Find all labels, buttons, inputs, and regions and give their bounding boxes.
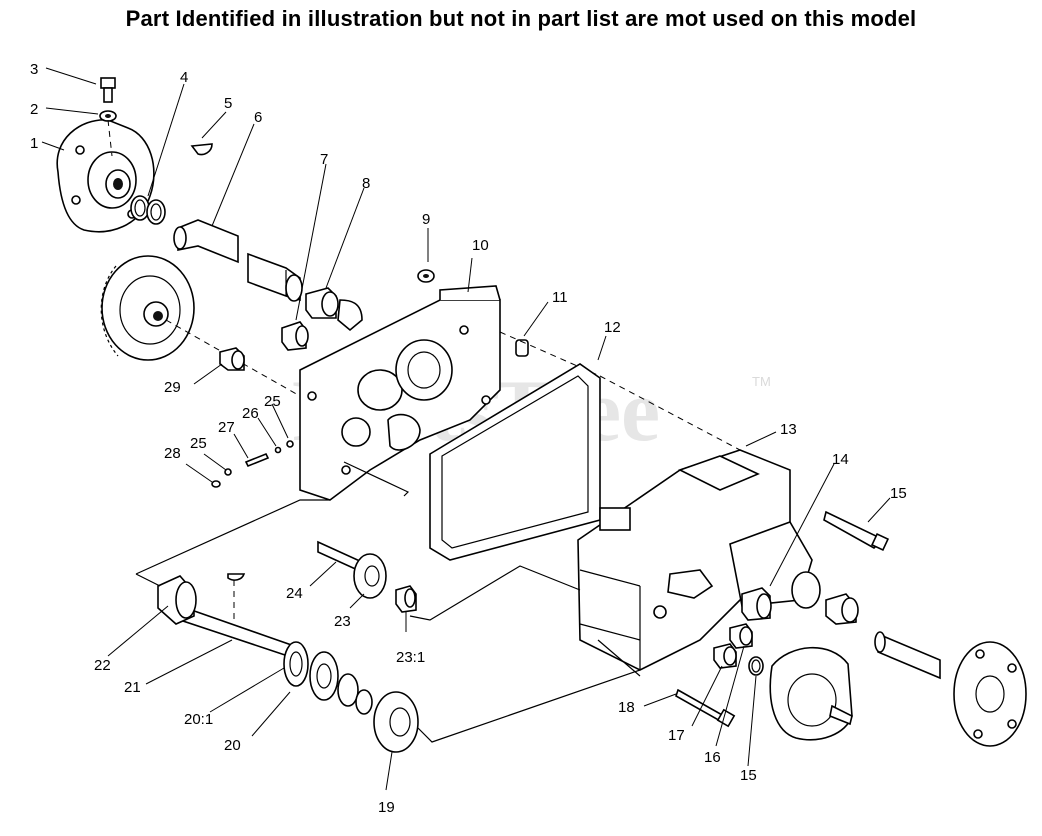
part-dowel-pin-11[interactable] [515, 339, 529, 357]
part-hub-flange[interactable] [56, 119, 155, 233]
callout-25-upper: 25 [264, 393, 281, 410]
part-washer-2[interactable] [99, 110, 117, 122]
callout-6: 6 [254, 109, 262, 126]
callout-26: 26 [242, 405, 259, 422]
callout-24: 24 [286, 585, 303, 602]
callout-8: 8 [362, 175, 370, 192]
part-key-small[interactable] [227, 573, 246, 581]
part-bushing-14[interactable] [741, 587, 772, 621]
part-spring-27[interactable] [244, 452, 270, 468]
part-axle-shaft-6[interactable] [173, 219, 303, 302]
part-ring-15-lower[interactable] [748, 656, 764, 676]
part-end-cover[interactable] [769, 646, 853, 741]
callout-20-1: 20:1 [184, 711, 213, 728]
part-bushing-8[interactable] [305, 287, 339, 319]
callout-16: 16 [704, 749, 721, 766]
callout-4: 4 [180, 69, 188, 86]
callout-28: 28 [164, 445, 181, 462]
page-title: Part Identified in illustration but not … [125, 6, 917, 31]
part-spring-26[interactable] [274, 446, 282, 454]
part-output-flange[interactable] [953, 641, 1027, 747]
part-key-5[interactable] [190, 143, 213, 156]
callout-11: 11 [552, 289, 568, 306]
part-rings-4[interactable] [130, 195, 166, 225]
part-bushing-16[interactable] [729, 623, 753, 649]
callout-21: 21 [124, 679, 141, 696]
part-bolt-15-upper[interactable] [823, 510, 890, 552]
callout-3: 3 [30, 61, 38, 78]
part-plug-28[interactable] [211, 480, 221, 488]
part-bushing-23-1[interactable] [395, 585, 417, 613]
callout-1: 1 [30, 135, 38, 152]
callout-18: 18 [618, 699, 635, 716]
part-transmission-housing-13[interactable] [577, 449, 821, 671]
callout-9: 9 [422, 211, 430, 228]
callout-7: 7 [320, 151, 328, 168]
callout-20: 20 [224, 737, 241, 754]
callout-2: 2 [30, 101, 38, 118]
callout-22: 22 [94, 657, 111, 674]
callout-27: 27 [218, 419, 235, 436]
callout-5: 5 [224, 95, 232, 112]
part-bushing-7[interactable] [281, 321, 309, 351]
callout-10: 10 [472, 237, 489, 254]
part-output-shaft[interactable] [825, 593, 941, 680]
watermark-trademark: TM [752, 374, 771, 389]
part-bushing-29[interactable] [219, 347, 245, 371]
part-ball-25b[interactable] [224, 468, 232, 476]
callout-23: 23 [334, 613, 351, 630]
callout-25-lower: 25 [190, 435, 207, 452]
part-spacer[interactable] [355, 689, 373, 715]
part-gear-23[interactable] [353, 553, 387, 599]
part-ball-25a[interactable] [286, 440, 294, 448]
part-gear-22[interactable] [157, 575, 197, 625]
callout-12: 12 [604, 319, 621, 336]
callout-17: 17 [668, 727, 685, 744]
callout-29: 29 [164, 379, 181, 396]
part-bushing-17[interactable] [713, 643, 737, 669]
callout-14: 14 [832, 451, 849, 468]
callout-19: 19 [378, 799, 395, 816]
callout-13: 13 [780, 421, 797, 438]
callout-15-lower: 15 [740, 767, 757, 784]
part-gear-20-1[interactable] [283, 641, 309, 687]
part-pulley[interactable] [100, 255, 195, 361]
part-gear-20[interactable] [309, 651, 359, 707]
callout-15-upper: 15 [890, 485, 907, 502]
part-nut-9[interactable] [417, 269, 435, 283]
part-shaft-21[interactable] [179, 604, 301, 662]
part-gear-case-10[interactable] [299, 285, 501, 501]
callout-23-1: 23:1 [396, 649, 425, 666]
part-bolt-3[interactable] [100, 77, 116, 103]
part-gear-19[interactable] [373, 691, 419, 753]
part-bolt-18[interactable] [675, 688, 736, 728]
